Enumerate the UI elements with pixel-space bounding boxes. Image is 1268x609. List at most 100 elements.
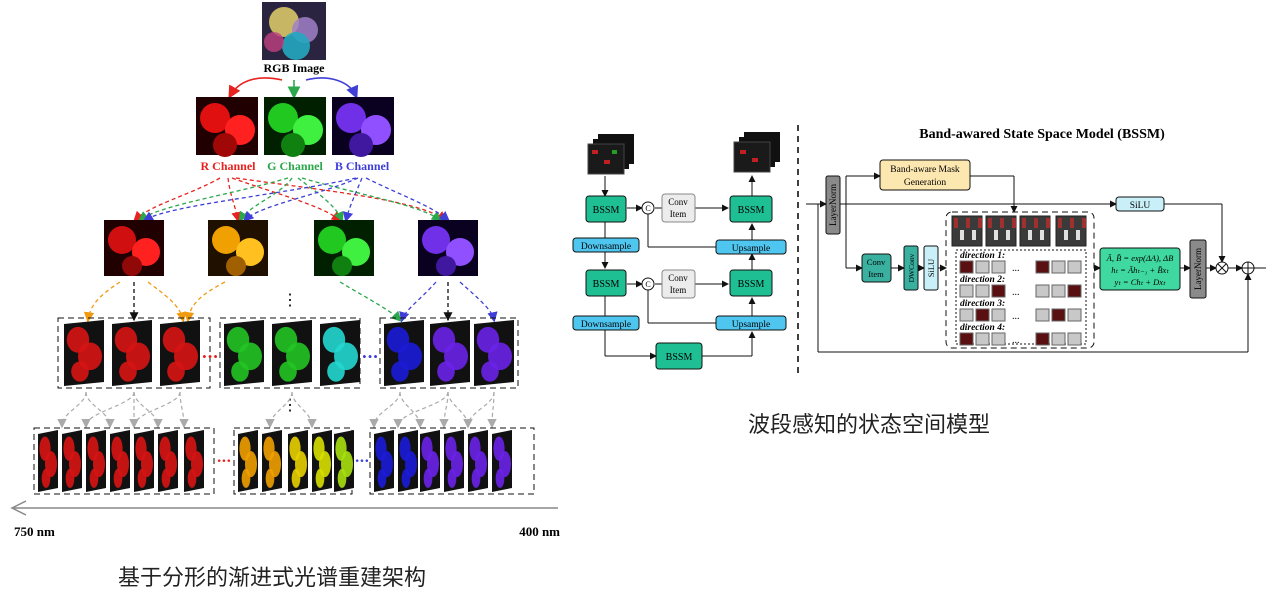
direction-group bbox=[955, 249, 1087, 345]
svg-text:Generation: Generation bbox=[904, 178, 946, 188]
right-caption: 波段感知的状态空间模型 bbox=[748, 413, 991, 438]
add-node bbox=[1241, 261, 1255, 275]
level2-red-image bbox=[104, 220, 164, 276]
arrow-to-b bbox=[305, 77, 359, 99]
level3-arrows bbox=[57, 391, 497, 429]
axis-arrowhead bbox=[10, 500, 27, 516]
level4-panel bbox=[374, 430, 394, 492]
level3-panel bbox=[112, 320, 152, 386]
level4-panel bbox=[398, 430, 418, 492]
fractal-reconstruction-panel: RGB Image R Channel G Channel B Channel bbox=[10, 2, 560, 539]
bssm-box-3: BSSM bbox=[729, 195, 773, 223]
svg-text:Conv: Conv bbox=[668, 197, 688, 207]
level4-panel bbox=[110, 430, 130, 492]
layernorm-1: LayerNorm bbox=[825, 175, 841, 235]
svg-text:yₜ = Chₜ + Dxₜ: yₜ = Chₜ + Dxₜ bbox=[1113, 277, 1166, 287]
g-channel-image bbox=[264, 97, 326, 157]
svg-text:Conv: Conv bbox=[867, 257, 886, 267]
level3-panel bbox=[430, 320, 470, 386]
bssm-title: Band-awared State Space Model (BSSM) bbox=[919, 127, 1165, 142]
level3-panel bbox=[64, 320, 104, 386]
level3-panel bbox=[224, 320, 264, 386]
rgb-input-image bbox=[262, 2, 326, 60]
svg-text:BSSM: BSSM bbox=[593, 279, 620, 290]
level2-green-image bbox=[314, 220, 374, 276]
level4-panel bbox=[38, 430, 58, 492]
svg-text:BSSM: BSSM bbox=[738, 205, 765, 216]
svg-text:.: . bbox=[1200, 7, 1203, 16]
input-stack bbox=[587, 134, 634, 175]
upsample-2: Upsample bbox=[715, 315, 787, 331]
b-channel-label: B Channel bbox=[335, 159, 390, 173]
arrow-to-r bbox=[228, 77, 283, 99]
scan-group bbox=[945, 211, 1095, 349]
g-channel-label: G Channel bbox=[267, 159, 323, 173]
direction-label: direction 4: bbox=[960, 323, 1005, 333]
level4-row: ... ... bbox=[33, 427, 535, 495]
svg-text:BSSM: BSSM bbox=[593, 205, 620, 216]
level4-group-red bbox=[33, 427, 215, 495]
level1-arrows bbox=[133, 177, 450, 223]
level4-panel bbox=[334, 430, 354, 492]
level4-panel bbox=[288, 430, 308, 492]
downsample-2: Downsample bbox=[572, 315, 640, 331]
svg-text:LayerNorm: LayerNorm bbox=[828, 184, 838, 226]
svg-text:LayerNorm: LayerNorm bbox=[1193, 248, 1203, 290]
level3-panel bbox=[384, 320, 424, 386]
svg-text:Upsample: Upsample bbox=[732, 320, 771, 330]
svg-text:BSSM: BSSM bbox=[738, 279, 765, 290]
svg-text:...: ... bbox=[355, 450, 370, 466]
level2-orange-image bbox=[208, 220, 268, 276]
svg-text:Upsample: Upsample bbox=[732, 244, 771, 254]
svg-text:Item: Item bbox=[670, 285, 687, 295]
bssm-box-1: BSSM bbox=[585, 195, 627, 223]
level2-violet-image bbox=[418, 220, 478, 276]
r-channel-image bbox=[196, 97, 258, 157]
level4-panel bbox=[444, 430, 464, 492]
svg-text:Item: Item bbox=[868, 269, 884, 279]
level3-group-blue bbox=[379, 317, 519, 389]
level3-panel bbox=[320, 320, 360, 386]
level3-ellipsis: ⋮ bbox=[282, 395, 298, 414]
svg-text:C: C bbox=[645, 280, 650, 289]
level3-panel bbox=[474, 320, 514, 386]
svg-text:C: C bbox=[645, 204, 650, 213]
r-channel-label: R Channel bbox=[200, 159, 256, 173]
silu-box-top: SiLU bbox=[1115, 196, 1165, 212]
level4-panel bbox=[62, 430, 82, 492]
svg-text:Conv: Conv bbox=[668, 273, 688, 283]
svg-text:Ā, B̄ = exp(ΔA), ΔB: Ā, B̄ = exp(ΔA), ΔB bbox=[1106, 253, 1174, 263]
svg-text:DWConv: DWConv bbox=[907, 253, 916, 282]
svg-text:...: ... bbox=[202, 343, 219, 362]
level3-panel bbox=[272, 320, 312, 386]
level4-panel bbox=[492, 430, 512, 492]
svg-text:...: ... bbox=[1012, 287, 1020, 298]
layernorm-2: LayerNorm bbox=[1189, 239, 1207, 299]
svg-text:...: ... bbox=[1012, 263, 1020, 274]
bssm-box-bottom: BSSM bbox=[655, 342, 703, 370]
level3-row: ... ... bbox=[57, 317, 519, 389]
level4-panel bbox=[420, 430, 440, 492]
svg-text:Band-aware Mask: Band-aware Mask bbox=[890, 165, 960, 175]
direction-label: direction 3: bbox=[960, 299, 1005, 309]
level4-group-blue bbox=[369, 427, 535, 495]
svg-text:Downsample: Downsample bbox=[581, 242, 631, 252]
level2-arrows bbox=[83, 281, 498, 323]
bssm-block: Band-awared State Space Model (BSSM) Lay… bbox=[806, 127, 1266, 353]
downsample-1: Downsample bbox=[572, 237, 640, 253]
direction-label: direction 1: bbox=[960, 251, 1005, 261]
mask-thumbnails bbox=[951, 215, 1087, 247]
level3-panel bbox=[160, 320, 200, 386]
bssm-box-2: BSSM bbox=[585, 269, 627, 297]
level4-panel bbox=[312, 430, 332, 492]
direction-label: direction 2: bbox=[960, 275, 1005, 285]
left-caption: 基于分形的渐进式光谱重建架构 bbox=[118, 566, 427, 591]
level4-panel bbox=[134, 430, 154, 492]
silu-box-vertical: SiLU bbox=[923, 245, 939, 291]
dwconv-box: DWConv bbox=[903, 245, 919, 291]
svg-text:...: ... bbox=[1012, 311, 1020, 322]
